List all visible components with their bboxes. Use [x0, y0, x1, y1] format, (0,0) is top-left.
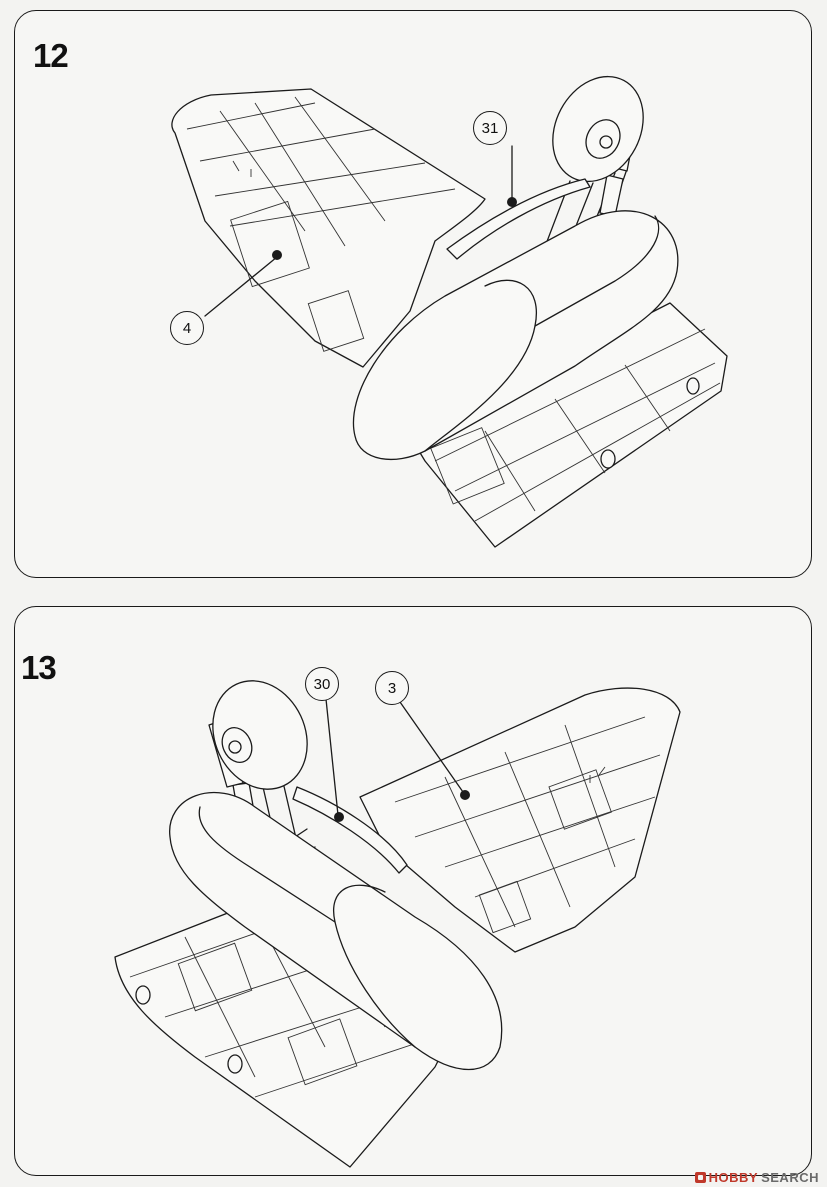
main-wheel — [212, 680, 308, 790]
wing-upper — [359, 687, 681, 953]
callout-part-3: 3 — [375, 671, 409, 705]
step-number: 13 — [21, 649, 57, 686]
step-number: 12 — [33, 37, 69, 74]
callout-part-31: 31 — [473, 111, 507, 145]
attach-point-dot — [460, 790, 470, 800]
callout-part-4: 4 — [170, 311, 204, 345]
attach-point-dot — [334, 812, 344, 822]
nacelle — [352, 210, 679, 461]
callout-part-30: 30 — [305, 667, 339, 701]
step-13-panel: 13 — [14, 606, 812, 1176]
nacelle — [169, 791, 503, 1070]
wing-lower — [409, 302, 728, 548]
gear-door-part-31 — [446, 178, 591, 260]
step-12-illustration — [171, 75, 728, 548]
hobby-search-logo-icon — [694, 1172, 706, 1183]
callout-leaders — [325, 698, 470, 822]
attach-point-dot — [272, 250, 282, 260]
attach-point-dot — [507, 197, 517, 207]
watermark-hobby: HOBBY — [708, 1170, 759, 1185]
wing-upper — [171, 88, 486, 368]
watermark-search: SEARCH — [761, 1170, 819, 1185]
step-13-illustration — [114, 680, 681, 1168]
callout-leaders — [204, 145, 517, 317]
step-12-panel: 12 — [14, 10, 812, 578]
main-wheel — [552, 75, 644, 183]
